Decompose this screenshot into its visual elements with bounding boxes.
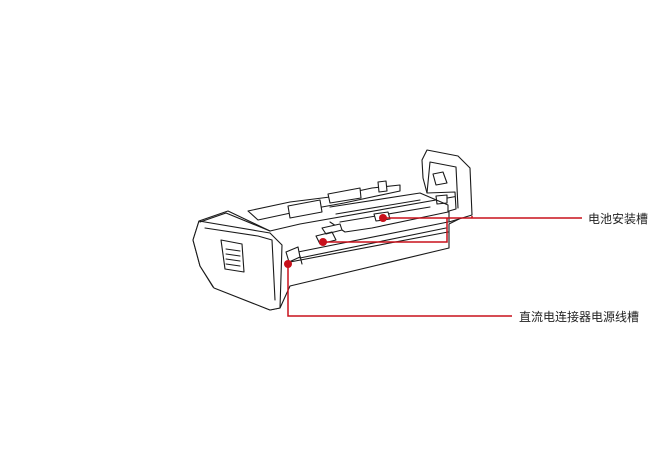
callout-label-dc-cable-slot: 直流电连接器电源线槽 [519, 310, 640, 324]
rear-wall-tab [435, 194, 448, 205]
rail-post [377, 180, 388, 193]
rail-block-right [327, 187, 362, 204]
leader-line-cable [287, 264, 512, 317]
grip-edge-inner [204, 227, 276, 301]
leader-dots [284, 214, 387, 268]
contact-panel [220, 239, 245, 273]
contact-pins [225, 248, 241, 267]
tray-drawing [192, 149, 473, 311]
leader-dot-slot [379, 214, 387, 222]
side-rail-left [247, 184, 401, 221]
cable-slot-housing [285, 246, 301, 263]
grip-top-edge [199, 212, 271, 232]
leader-line-slot-branch [323, 216, 473, 243]
callout-label-battery-slot: 电池安装槽 [588, 212, 649, 226]
leader-dot-slot-connector [319, 238, 327, 246]
rail-block-left [287, 199, 323, 219]
rear-wall-inner [426, 161, 459, 209]
leader-dot-cable [284, 260, 292, 268]
rear-wall [421, 149, 473, 223]
base-plate-groove [299, 227, 447, 259]
rear-wall-latch [432, 171, 448, 186]
slot-floor [329, 192, 449, 233]
leader-lines [287, 216, 582, 317]
